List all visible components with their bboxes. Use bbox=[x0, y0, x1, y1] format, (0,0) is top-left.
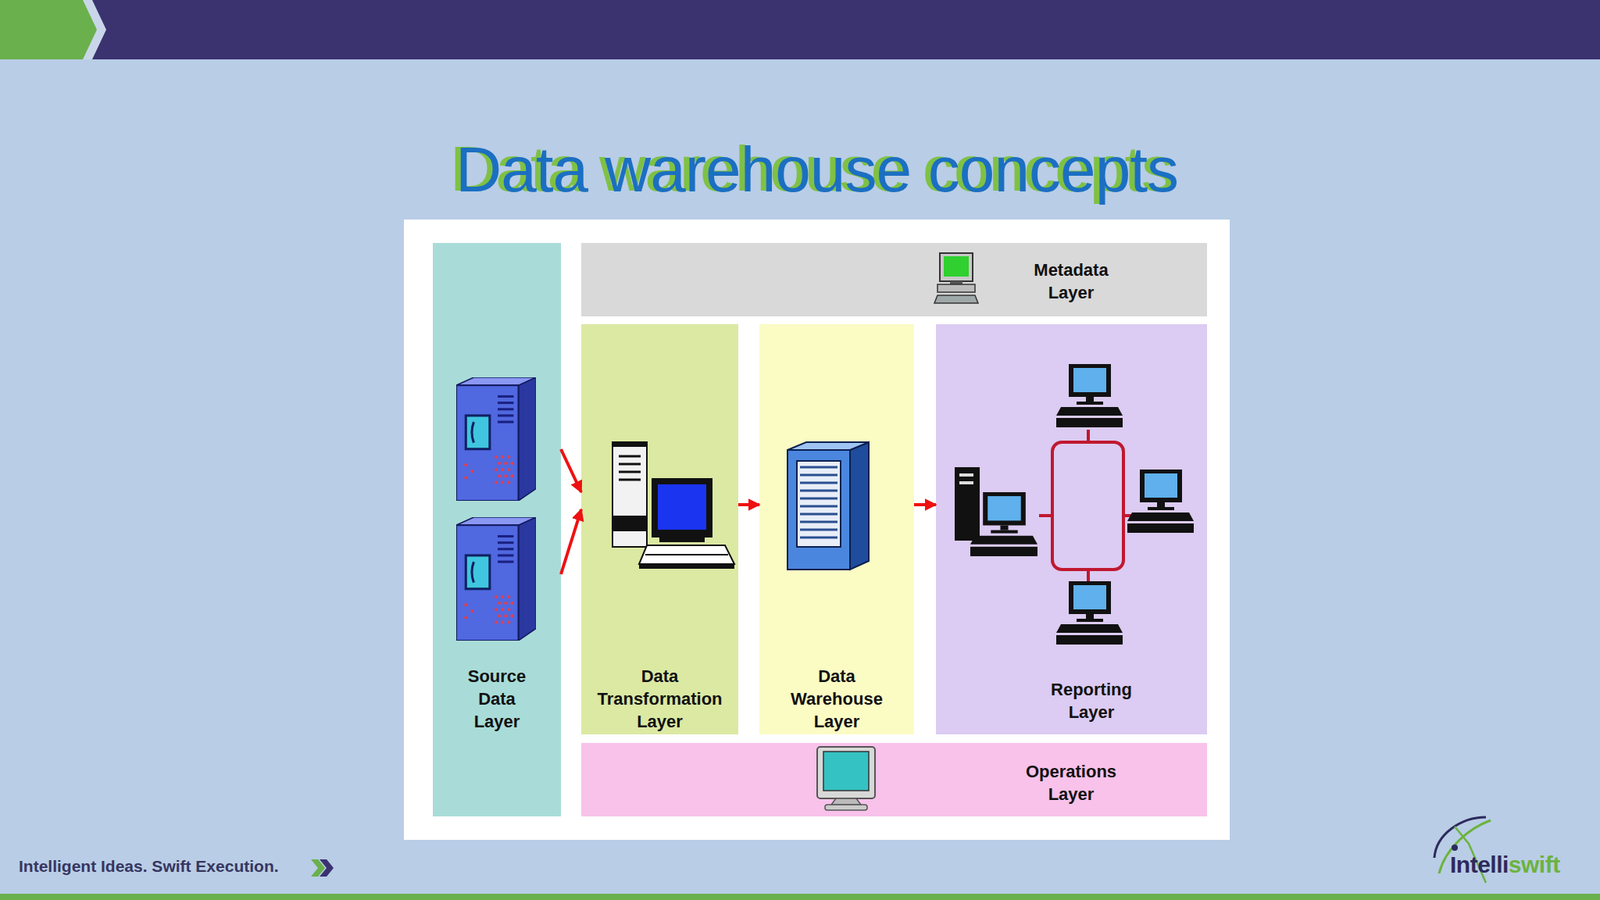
operations-monitor bbox=[817, 746, 875, 811]
transformation-computer bbox=[618, 456, 641, 480]
metadata-layer-band: Metadata Layer bbox=[581, 242, 1208, 317]
metadata-computer bbox=[950, 281, 963, 285]
metadata-computer bbox=[934, 253, 979, 304]
reporting-network bbox=[1052, 442, 1124, 570]
reporting-network bbox=[959, 481, 974, 485]
warehouse-server bbox=[787, 442, 869, 450]
layer-label: Data Warehouse Layer bbox=[778, 664, 896, 733]
operations-layer-band: Operations Layer bbox=[581, 742, 1208, 817]
slide-title: Data warehouse concepts bbox=[403, 137, 1230, 202]
transformation-computer bbox=[612, 442, 735, 569]
transformation-computer bbox=[651, 478, 713, 538]
operations-monitor bbox=[831, 798, 861, 805]
transformation-computer bbox=[645, 553, 729, 556]
reporting-network bbox=[1039, 514, 1053, 518]
transformation-computer bbox=[618, 478, 641, 482]
transformation-computer bbox=[639, 564, 735, 569]
warehouse-server bbox=[800, 467, 838, 538]
reporting-network bbox=[1127, 469, 1194, 533]
logo-swoosh bbox=[1451, 844, 1458, 851]
warehouse-server bbox=[800, 505, 838, 508]
warehouse-server bbox=[800, 482, 838, 485]
layer-label: Metadata Layer bbox=[1024, 258, 1118, 304]
layer-label: Operations Layer bbox=[1020, 760, 1122, 806]
transformation-computer bbox=[657, 484, 707, 530]
flow-arrow bbox=[738, 503, 760, 507]
tagline-chevrons bbox=[319, 859, 334, 877]
reporting-network bbox=[959, 473, 974, 477]
metadata-computer bbox=[934, 295, 979, 304]
transformation-computer bbox=[612, 442, 647, 547]
warehouse-server bbox=[850, 442, 869, 570]
metadata-computer bbox=[937, 284, 975, 293]
logo-text: swift bbox=[1508, 851, 1561, 878]
warehouse-server bbox=[800, 466, 838, 469]
layer-label: Data Transformation Layer bbox=[587, 664, 733, 733]
transformation-computer bbox=[618, 455, 641, 458]
layer-label: Reporting Layer bbox=[1040, 678, 1143, 724]
layer-label: Source Data Layer bbox=[461, 664, 533, 733]
company-logo: Intelliswift bbox=[1450, 851, 1561, 879]
tagline-chevrons bbox=[310, 859, 334, 877]
transformation-computer bbox=[612, 442, 647, 447]
warehouse-layer-band: Data Warehouse Layer bbox=[759, 324, 915, 735]
warehouse-server bbox=[800, 521, 838, 524]
warehouse-server bbox=[796, 460, 841, 547]
transformation-computer bbox=[612, 515, 647, 532]
flow-arrow bbox=[560, 509, 582, 575]
reporting-network bbox=[1123, 514, 1137, 518]
logo-text: Intelli bbox=[1450, 851, 1509, 878]
reporting-network bbox=[970, 492, 1038, 557]
transformation-computer bbox=[618, 471, 641, 474]
reporting-network bbox=[1056, 581, 1123, 645]
reporting-network bbox=[1039, 429, 1137, 583]
transformation-computer bbox=[618, 463, 641, 466]
reporting-network bbox=[954, 364, 1194, 645]
metadata-computer bbox=[943, 256, 969, 277]
top-chevron bbox=[0, 0, 97, 60]
flow-arrow bbox=[914, 503, 936, 507]
reporting-network bbox=[1086, 569, 1090, 583]
bottom-line bbox=[0, 893, 1600, 900]
transformation-computer bbox=[659, 537, 705, 543]
flow-arrow bbox=[560, 449, 582, 493]
warehouse-server bbox=[800, 497, 838, 500]
source-layer-band: Source Data Layer bbox=[432, 242, 561, 817]
reporting-layer-band: Reporting Layer bbox=[935, 324, 1208, 735]
warehouse-server bbox=[800, 513, 838, 516]
tagline: Intelligent Ideas. Swift Execution. bbox=[18, 857, 279, 876]
warehouse-server bbox=[800, 489, 838, 493]
source-server bbox=[456, 377, 536, 501]
reporting-network bbox=[1056, 364, 1123, 428]
source-server bbox=[456, 517, 536, 641]
transformation-computer bbox=[639, 545, 735, 565]
operations-monitor bbox=[817, 746, 875, 799]
warehouse-server bbox=[787, 442, 869, 570]
metadata-computer bbox=[939, 253, 973, 282]
top-bar bbox=[0, 0, 1600, 60]
warehouse-server bbox=[787, 450, 850, 570]
operations-monitor bbox=[825, 804, 868, 811]
transformation-layer-band: Data Transformation Layer bbox=[581, 324, 739, 735]
warehouse-server bbox=[800, 474, 838, 477]
warehouse-server bbox=[800, 536, 838, 540]
warehouse-server bbox=[800, 528, 838, 532]
reporting-network bbox=[1086, 429, 1090, 443]
reporting-network bbox=[954, 467, 980, 541]
top-chevron-gap bbox=[0, 0, 107, 60]
operations-monitor bbox=[823, 751, 869, 791]
